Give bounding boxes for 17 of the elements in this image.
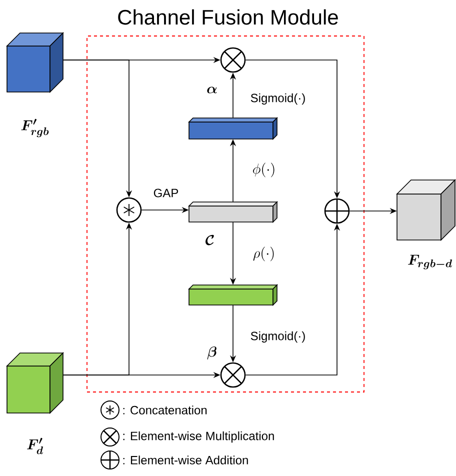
edge-label: GAP bbox=[152, 188, 180, 198]
edge-label: $\rho(\cdot)$ bbox=[252, 246, 276, 262]
module-title: Channel Fusion Module bbox=[118, 9, 338, 25]
feature-label: $F'_{d}$ bbox=[27, 438, 43, 454]
legend-text: : Element-wise Multiplication bbox=[123, 431, 274, 443]
edge-label: Sigmoid(·) bbox=[249, 330, 307, 344]
edge-label: $\phi(\cdot)$ bbox=[251, 162, 277, 178]
operator-symbol bbox=[116, 197, 142, 223]
operator-symbol bbox=[324, 198, 350, 224]
feature-label: $\alpha$ bbox=[207, 86, 217, 94]
feature-label: $\beta$ bbox=[207, 346, 216, 360]
legend-text: : Concatenation bbox=[123, 406, 207, 414]
legend-text: : Element-wise Addition bbox=[123, 456, 248, 464]
feature-label: $F_{rgb-d}$ bbox=[408, 254, 452, 270]
feature-label: $\mathcal{C}$ bbox=[206, 234, 214, 246]
feature-label: $F'_{rgb}$ bbox=[21, 118, 49, 138]
edge-label: Sigmoid(·) bbox=[249, 92, 307, 106]
